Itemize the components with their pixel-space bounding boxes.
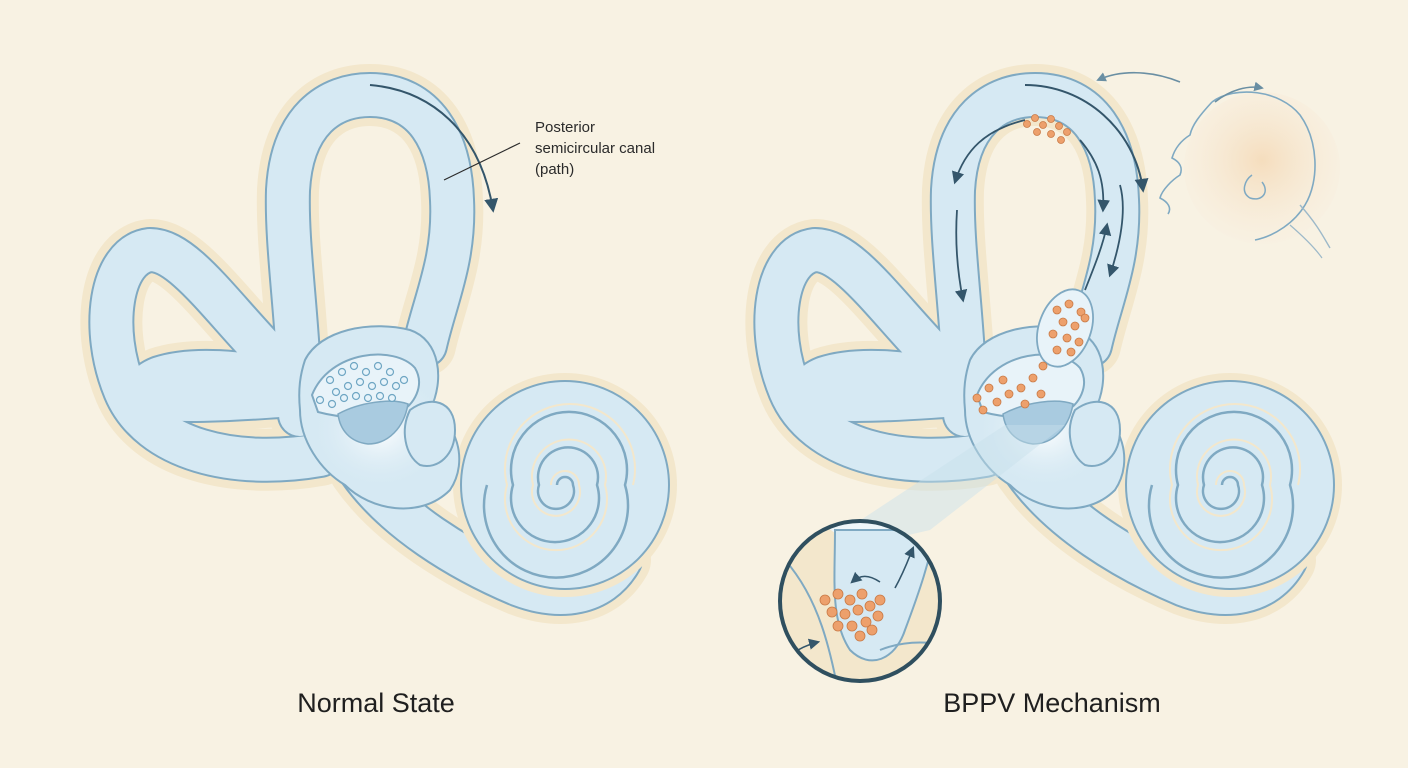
annotation-line-1: Posterior — [535, 119, 595, 136]
caption-bppv-mechanism: BPPV Mechanism — [943, 688, 1161, 718]
caption-normal-state: Normal State — [297, 688, 455, 718]
otoconia-displaced — [972, 114, 1090, 415]
annotation-leader-line — [443, 142, 521, 181]
annotation-line-2: semicircular canal — [535, 140, 655, 157]
otoconia-normal — [315, 361, 409, 409]
flow-arrow-icon — [1084, 222, 1112, 291]
motion-arrow-icon — [369, 84, 499, 213]
bppv-labyrinth — [776, 85, 1342, 597]
flow-arrow-icon — [954, 209, 968, 303]
flow-arrow-icon — [1107, 184, 1124, 278]
head-rotation-arrow-icon — [1096, 71, 1181, 83]
head-silhouette-icon — [1096, 71, 1340, 259]
head-rotation-arrow-icon — [1214, 81, 1264, 103]
annotation-line-3: (path) — [535, 161, 574, 178]
magnifier-inset-icon — [778, 425, 1065, 683]
normal-state-labyrinth — [111, 85, 677, 597]
flow-arrow-icon — [951, 119, 1026, 185]
flow-arrow-icon — [1079, 139, 1110, 213]
motion-arrow-icon — [1024, 84, 1149, 193]
annotation-posterior-canal: Posterior semicircular canal (path) — [535, 119, 655, 178]
